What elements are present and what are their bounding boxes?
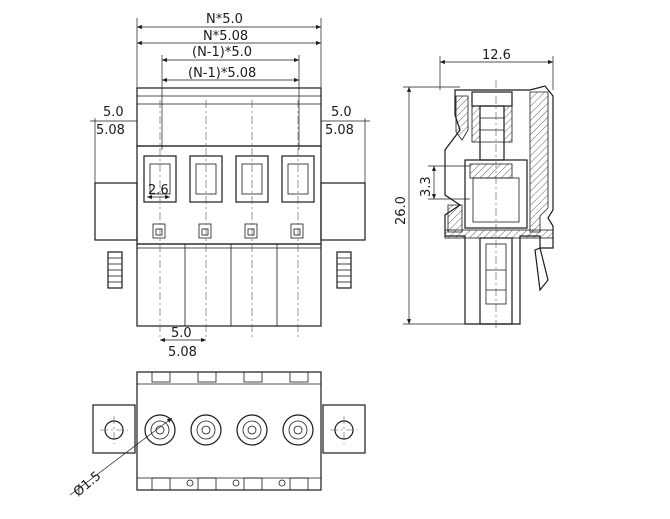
hole-diameter: Ø1.5 bbox=[71, 469, 104, 500]
pitch-a: 5.0 bbox=[171, 326, 192, 341]
side-height: 26.0 bbox=[394, 196, 409, 225]
front-flange-dimensions: 5.0 5.08 5.0 5.08 bbox=[90, 105, 370, 185]
side-view: 12.6 26.0 3.3 bbox=[394, 48, 554, 330]
front-housing bbox=[94, 87, 366, 327]
front-view: N*5.0 N*5.08 (N-1)*5.0 (N-1)*5.08 5.0 5.… bbox=[90, 12, 370, 360]
front-top-dimensions: N*5.0 N*5.08 (N-1)*5.0 (N-1)*5.08 bbox=[136, 12, 322, 150]
terminal-holes bbox=[144, 414, 314, 446]
right-flange-a: 5.0 bbox=[331, 105, 352, 120]
opening-dim: 2.6 bbox=[148, 183, 169, 198]
pitch-b: 5.08 bbox=[168, 345, 197, 360]
wire-openings bbox=[143, 155, 315, 203]
side-depth: 12.6 bbox=[482, 48, 511, 63]
bottom-view: Ø1.5 bbox=[69, 371, 366, 500]
left-flange-b: 5.08 bbox=[96, 123, 125, 138]
left-screw bbox=[107, 251, 123, 289]
dim-n-5-0: N*5.0 bbox=[206, 12, 243, 27]
side-gap: 3.3 bbox=[419, 176, 434, 197]
dim-n1-5-0: (N-1)*5.0 bbox=[192, 45, 252, 60]
dim-n1-5-08: (N-1)*5.08 bbox=[188, 66, 256, 81]
right-flange-b: 5.08 bbox=[325, 123, 354, 138]
dim-n-5-08: N*5.08 bbox=[203, 29, 248, 44]
left-flange-a: 5.0 bbox=[103, 105, 124, 120]
right-screw bbox=[336, 251, 352, 289]
latches bbox=[152, 223, 304, 239]
